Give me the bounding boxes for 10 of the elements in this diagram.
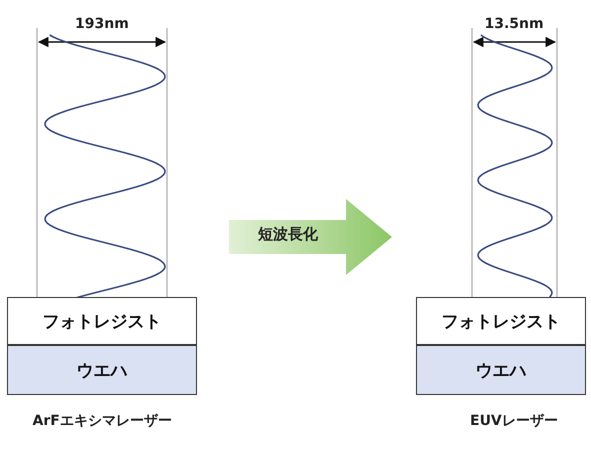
- caption: ArFエキシマレーザー: [32, 412, 172, 430]
- arrow-label: 短波長化: [257, 225, 319, 244]
- wafer-layer: ウエハ: [416, 345, 586, 395]
- photoresist-layer: フォトレジスト: [7, 297, 197, 345]
- wafer-layer: ウエハ: [7, 345, 197, 395]
- caption: EUVレーザー: [470, 412, 558, 430]
- dimension-label: 193nm: [75, 16, 129, 32]
- photoresist-layer: フォトレジスト: [416, 297, 586, 345]
- block-arrow: [228, 198, 393, 276]
- dimension-label: 13.5nm: [484, 16, 544, 32]
